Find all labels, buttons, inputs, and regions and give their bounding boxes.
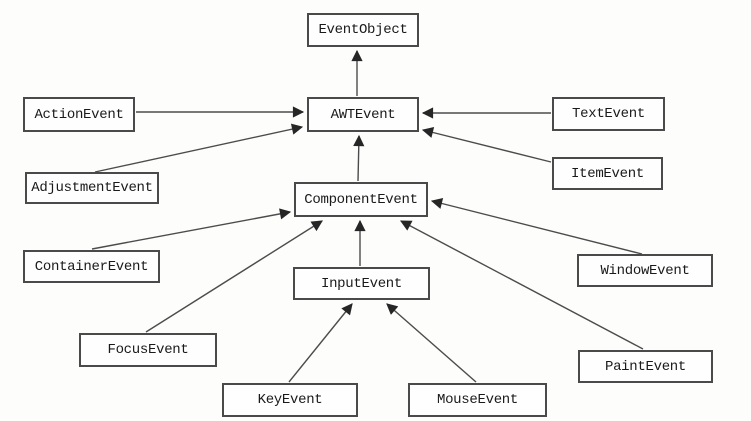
node-keyevent-label: KeyEvent xyxy=(257,392,323,408)
node-windowevent: WindowEvent xyxy=(577,254,713,287)
node-itemevent-label: ItemEvent xyxy=(571,165,644,182)
node-windowevent-label: WindowEvent xyxy=(600,262,690,279)
node-awtevent-label: AWTEvent xyxy=(330,106,396,123)
node-adjustmentevent-label: AdjustmentEvent xyxy=(31,180,153,196)
node-paintevent: PaintEvent xyxy=(578,350,713,383)
node-keyevent: KeyEvent xyxy=(222,383,358,417)
edge-containerevent-to-componentevent xyxy=(91,208,292,250)
node-mouseevent: MouseEvent xyxy=(408,383,547,417)
node-textevent-label: TextEvent xyxy=(572,106,645,122)
node-mouseevent-label: MouseEvent xyxy=(436,392,518,408)
node-containerevent: ContainerEvent xyxy=(23,250,160,283)
node-containerevent-label: ContainerEvent xyxy=(34,258,149,275)
node-componentevent-label: ComponentEvent xyxy=(304,191,418,208)
node-eventobject: EventObject xyxy=(307,13,419,47)
edge-paintevent-to-componentevent xyxy=(400,220,644,350)
node-focusevent: FocusEvent xyxy=(79,333,217,367)
edge-keyevent-to-inputevent xyxy=(288,303,353,383)
node-inputevent-label: InputEvent xyxy=(320,275,402,292)
node-actionevent-label: ActionEvent xyxy=(34,106,124,123)
node-awtevent: AWTEvent xyxy=(307,97,419,132)
node-componentevent: ComponentEvent xyxy=(294,182,428,217)
node-textevent: TextEvent xyxy=(552,97,665,131)
edge-mouseevent-to-inputevent xyxy=(386,303,477,383)
node-paintevent-label: PaintEvent xyxy=(604,358,686,375)
node-eventobject-label: EventObject xyxy=(318,22,408,38)
node-inputevent: InputEvent xyxy=(293,267,430,300)
node-focusevent-label: FocusEvent xyxy=(107,342,189,358)
edge-adjustmentevent-to-awtevent xyxy=(94,123,304,173)
node-adjustmentevent: AdjustmentEvent xyxy=(25,172,159,204)
node-itemevent: ItemEvent xyxy=(552,157,663,190)
edge-focusevent-to-componentevent xyxy=(145,220,323,333)
edge-windowevent-to-componentevent xyxy=(430,198,643,255)
node-actionevent: ActionEvent xyxy=(23,97,135,132)
edge-componentevent-to-awtevent xyxy=(353,134,365,182)
edge-itemevent-to-awtevent xyxy=(421,127,552,163)
